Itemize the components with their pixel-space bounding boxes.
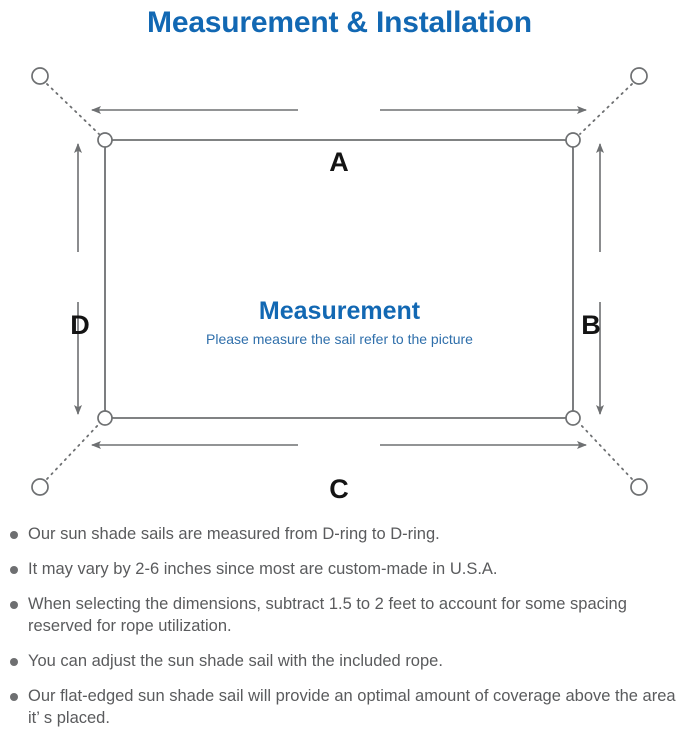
- bullet-dot-icon: [10, 600, 18, 609]
- dimension-label-a: A: [329, 147, 349, 177]
- page-title: Measurement & Installation: [147, 6, 532, 39]
- list-item-text: You can adjust the sun shade sail with t…: [28, 651, 443, 670]
- list-item-text: Our sun shade sails are measured from D-…: [28, 525, 440, 543]
- dimension-label-c: C: [329, 474, 349, 504]
- list-item: It may vary by 2-6 inches since most are…: [0, 559, 679, 581]
- diagram-center-title: Measurement: [258, 297, 421, 325]
- anchor-ring-icon: [31, 67, 648, 496]
- list-item-text: When selecting the dimensions, subtract …: [28, 594, 627, 635]
- d-ring-icon: [97, 132, 581, 426]
- list-item-text: Our flat-edged sun shade sail will provi…: [28, 686, 676, 727]
- notes-list: Our sun shade sails are measured from D-…: [0, 524, 679, 743]
- list-item-text: It may vary by 2-6 inches since most are…: [28, 559, 498, 578]
- list-item: Our sun shade sails are measured from D-…: [0, 524, 679, 546]
- sail-body: [104, 139, 574, 419]
- list-item: You can adjust the sun shade sail with t…: [0, 651, 679, 673]
- sail-measurement-diagram: Measurement Please measure the sail refe…: [0, 52, 679, 517]
- list-item: When selecting the dimensions, subtract …: [0, 594, 679, 638]
- bullet-dot-icon: [10, 692, 18, 701]
- diagram-center-subtitle: Please measure the sail refer to the pic…: [206, 331, 473, 347]
- dimension-label-b: B: [581, 310, 601, 340]
- dimension-label-d: D: [70, 310, 90, 340]
- bullet-dot-icon: [10, 531, 18, 539]
- diagram-svg: [31, 67, 648, 496]
- bullet-dot-icon: [10, 565, 18, 574]
- dotted-rope-line: [46, 83, 633, 480]
- bullet-dot-icon: [10, 657, 18, 666]
- list-item: Our flat-edged sun shade sail will provi…: [0, 686, 679, 730]
